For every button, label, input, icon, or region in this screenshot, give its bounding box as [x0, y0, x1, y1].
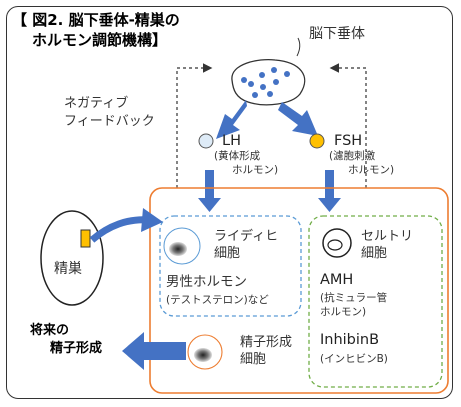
future-label-line2: 精子形成: [50, 341, 103, 356]
testis-icon: [40, 210, 104, 306]
germ-cell-name-line2: 細胞: [240, 352, 267, 367]
leydig-cell-box: [159, 215, 302, 317]
sertoli-name-line1: セルトリ: [361, 229, 414, 244]
amh-desc-line1: (抗ミュラー管: [320, 292, 388, 304]
sertoli-name-line2: 細胞: [361, 246, 388, 261]
feedback-loop-left: [176, 63, 213, 188]
fsh-circle-icon: [309, 133, 325, 149]
feedback-label-line2: フィードバック: [64, 114, 155, 129]
sertoli-cell-icon: [322, 228, 352, 258]
sertoli-cell-box: [308, 215, 443, 388]
germ-cell-name-line1: 精子形成: [240, 335, 293, 350]
lh-label: LH: [222, 133, 241, 149]
figure-title-line1: 【 図2. 脳下垂体-精巣の: [12, 11, 180, 29]
arrow-pituitary-to-fsh: [278, 102, 318, 136]
fsh-desc-line2: ホルモン): [348, 164, 395, 176]
arrow-lh-to-leydig: [198, 170, 221, 212]
arrow-testis-to-detail: [89, 208, 163, 243]
figure-title-line2: ホルモン調節機構】: [32, 31, 168, 49]
arrow-pituitary-to-lh: [216, 100, 247, 139]
amh-desc-line2: ホルモン): [320, 306, 367, 318]
leydig-name-line1: ライディヒ: [214, 229, 279, 244]
testis-label: 精巣: [54, 261, 82, 277]
lh-desc-line1: (黄体形成: [214, 150, 261, 162]
lh-circle-icon: [198, 133, 214, 149]
pituitary-label: 脳下垂体: [309, 26, 365, 42]
leydig-hormone-sub: (テストステロン)など: [166, 294, 269, 306]
arrow-fsh-to-sertoli: [318, 170, 341, 212]
future-label-line1: 将来の: [30, 323, 70, 338]
inhibin-desc: (インヒビンB): [320, 353, 388, 365]
feedback-label-line1: ネガティブ: [64, 96, 129, 111]
leydig-hormone: 男性ホルモン: [166, 274, 247, 290]
lh-desc-line2: ホルモン): [232, 164, 279, 176]
fsh-desc-line1: (濾胞刺激: [329, 150, 376, 162]
pituitary-gland-icon: [231, 58, 306, 106]
figure-frame: [6, 6, 453, 399]
pituitary-pointer-line: [296, 37, 301, 57]
germ-cell-icon: [187, 334, 223, 370]
testis-detail-box: [149, 187, 449, 394]
amh-label: AMH: [320, 272, 354, 288]
leydig-name-line2: 細胞: [214, 246, 241, 261]
feedback-loop-right: [329, 63, 367, 188]
fsh-label: FSH: [334, 133, 363, 149]
arrow-to-future-spermatogenesis: [122, 332, 186, 370]
inhibin-label: InhibinB: [320, 332, 380, 348]
leydig-cell-icon: [163, 227, 201, 265]
